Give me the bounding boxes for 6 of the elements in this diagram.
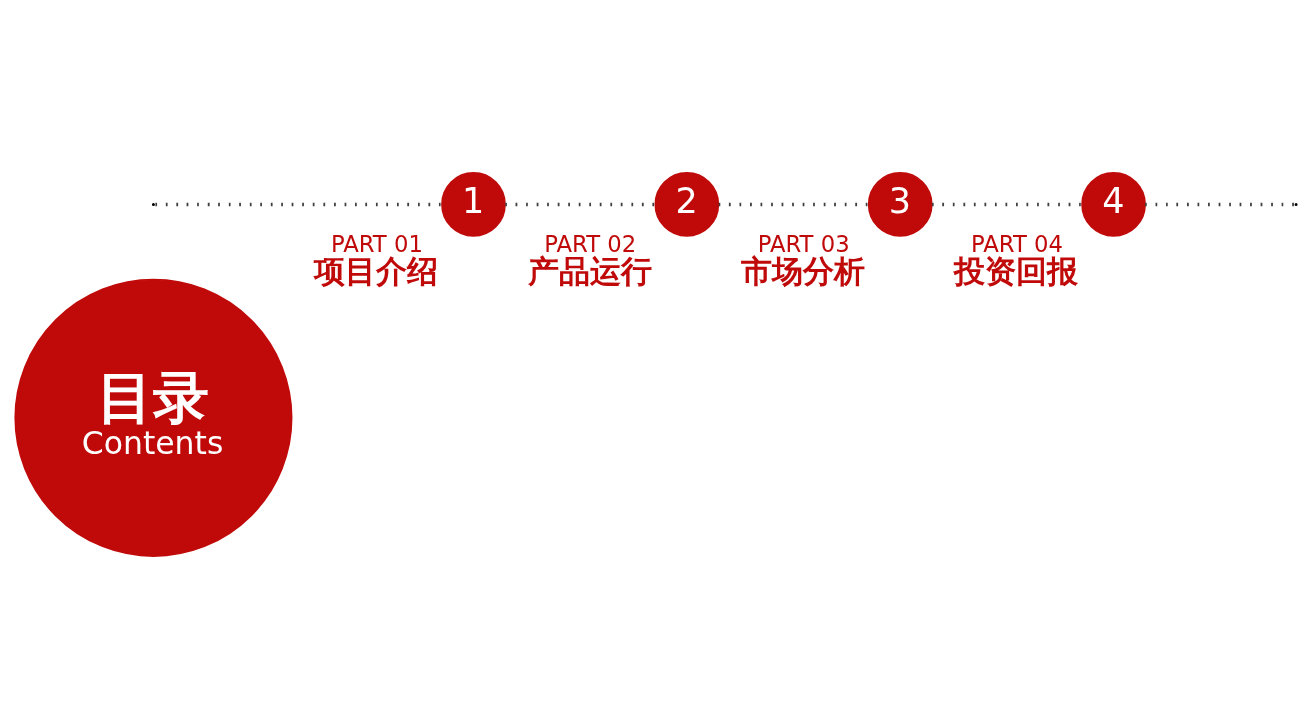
node-circle: 1 xyxy=(441,171,506,237)
node-circle: 目录 Contents xyxy=(14,278,293,557)
node-circle: 2 xyxy=(654,171,720,237)
node-circle: 4 xyxy=(1081,171,1146,237)
connector xyxy=(1145,202,1296,206)
node-circle: 3 xyxy=(867,171,933,237)
